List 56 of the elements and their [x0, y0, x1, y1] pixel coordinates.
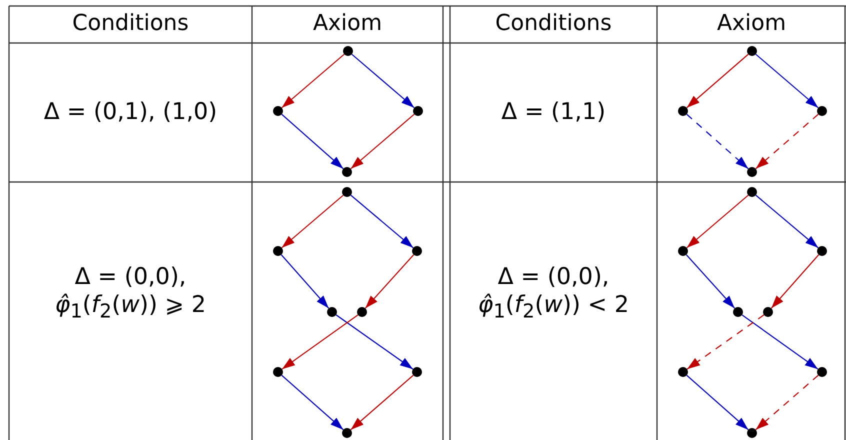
vertex-dot — [343, 46, 353, 56]
condition-formula: Δ = (0,0), φ̂$_{1}$(f$_{2}$(w)) < 2 — [477, 264, 630, 322]
condition-formula: Δ = (0,0), φ̂$_{1}$(f$_{2}$(w)) ⩾ 2 — [54, 264, 207, 322]
vertex-dot — [678, 246, 688, 256]
arrow — [686, 114, 749, 170]
vertex-dot — [273, 106, 283, 116]
vertex-dot — [763, 307, 773, 317]
vertex-dot — [273, 367, 283, 377]
vertex-dot — [412, 246, 422, 256]
column-header: Axiom — [312, 11, 382, 38]
vertex-dot — [817, 367, 827, 377]
arrow — [742, 314, 818, 370]
vertex-dot — [413, 106, 423, 116]
arrow — [281, 114, 344, 170]
arrow — [351, 54, 415, 108]
vertex-dot — [733, 307, 743, 317]
vertex-dot — [342, 187, 352, 197]
vertex-dot — [678, 106, 688, 116]
vertex-dot — [747, 428, 757, 438]
arrow — [281, 374, 344, 430]
vertex-dot — [357, 307, 367, 317]
arrow — [686, 254, 736, 309]
arrow — [350, 114, 415, 170]
vertex-dot — [342, 167, 352, 177]
arrow — [280, 254, 330, 309]
arrow — [755, 374, 819, 430]
vertex-dot — [342, 428, 352, 438]
condition-formula: Δ = (1,1) — [501, 98, 606, 126]
vertex-dot — [747, 187, 757, 197]
condition-formula: Δ = (0,1), (1,0) — [44, 98, 218, 126]
vertex-dot — [747, 46, 757, 56]
column-header: Conditions — [495, 11, 612, 38]
arrow — [755, 54, 819, 108]
column-header: Axiom — [716, 11, 786, 38]
vertex-dot — [817, 106, 827, 116]
arrow — [350, 194, 414, 248]
arrow — [686, 54, 749, 108]
arrow — [281, 194, 344, 248]
arrow — [336, 314, 414, 370]
arrow — [755, 194, 819, 248]
arrow — [770, 254, 820, 309]
arrow — [755, 114, 819, 170]
vertex-dot — [412, 367, 422, 377]
arrow — [686, 194, 749, 248]
vertex-dot — [678, 367, 688, 377]
arrow — [282, 314, 358, 370]
vertex-dot — [327, 307, 337, 317]
arrow — [686, 314, 764, 370]
arrow — [686, 374, 749, 430]
arrow — [350, 374, 414, 430]
vertex-dot — [273, 246, 283, 256]
arrow — [281, 54, 345, 108]
vertex-dot — [817, 246, 827, 256]
vertex-dot — [747, 167, 757, 177]
column-header: Conditions — [72, 11, 189, 38]
arrow — [364, 254, 414, 309]
